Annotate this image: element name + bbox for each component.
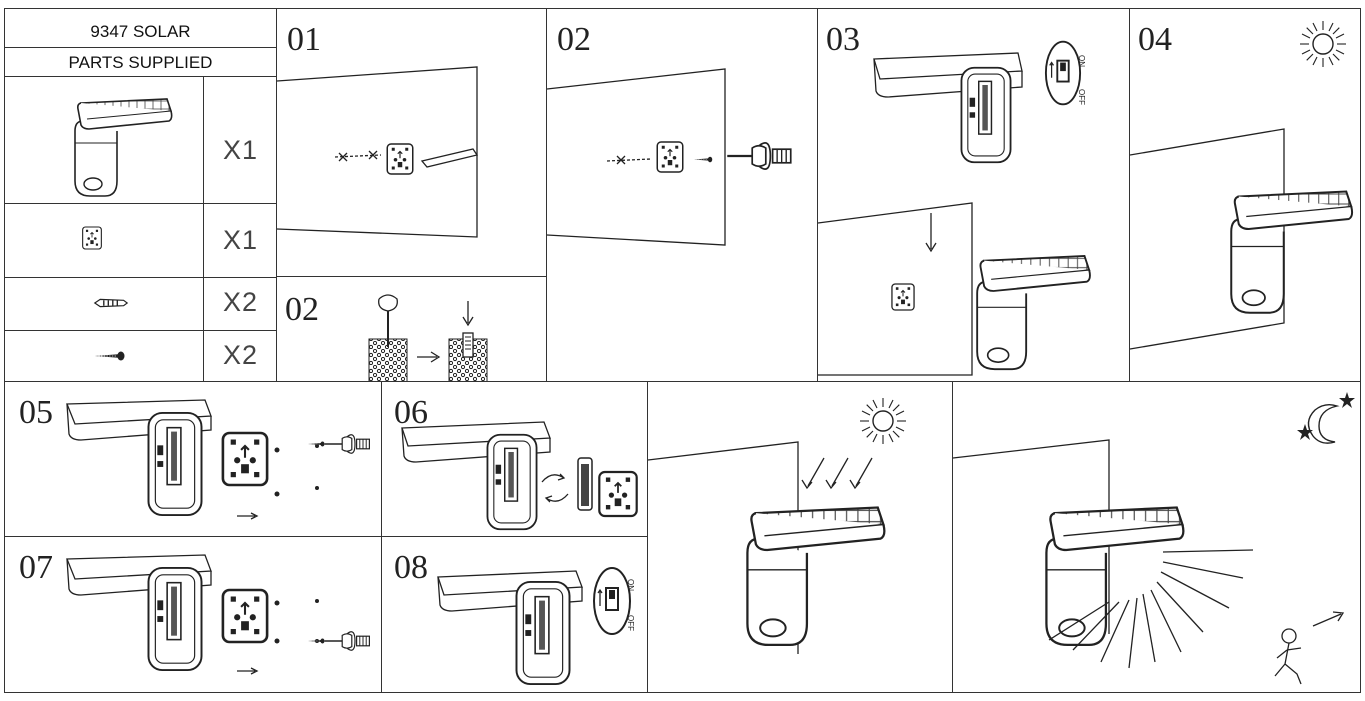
step-01-panel: 01 [276,8,547,277]
motion-arrow-icon [1312,611,1345,627]
step-08-panel: 08 ON OFF [381,536,648,693]
parts-table-subtitle: PARTS SUPPLIED [68,53,213,72]
night-lamp-icon [1045,506,1185,647]
step-01-number: 01 [287,21,321,58]
step-03-switch-on-label: ON [1077,55,1086,67]
step-08-housing-icon [515,580,571,686]
step-08-number: 08 [394,549,428,586]
step-05-number: 05 [19,394,53,431]
step-03-switch-icon [1044,40,1082,106]
step-02-plate-icon [656,141,684,173]
step-02-screwdriver-icon [726,141,792,171]
part-qty-plate: X1 [223,225,259,255]
step-02b-number: 02 [285,291,319,328]
step-04-drawing [1130,20,1354,350]
step-03-plate-icon [890,283,916,311]
step-04-sun-icon [1299,20,1347,68]
part-qty-light: X1 [223,135,259,165]
step-05-screwdriver-icon [323,433,371,455]
step-08-drawing: ON OFF [437,566,635,686]
step-01-drill-bit-icon [420,148,479,168]
part-mounting-plate-illustration [81,226,103,250]
step-06-housing-icon [486,433,538,531]
step-06-number: 06 [394,394,428,431]
step-05-drawing [66,399,371,520]
step-01-plate-icon [386,143,414,175]
part-wall-plug-illustration [94,298,128,308]
step-02-number: 02 [557,21,591,58]
night-light-rays [1048,549,1254,669]
step-07-panel: 07 [4,536,382,693]
step-03-housing-icon [960,66,1012,164]
part-qty-plug: X2 [223,287,259,317]
part-solar-light-illustration [74,98,173,197]
part-screw-illustration [94,351,125,361]
step-02-screw-icon [693,156,713,163]
step-06-panel: 06 [381,381,648,537]
parts-table-title: 9347 SOLAR [90,22,191,41]
step-07-housing-icon [147,566,203,672]
daytime-sun-icon [859,397,907,445]
night-motion-panel [952,381,1361,693]
part-qty-screw: X2 [223,340,259,370]
step-08-switch-on-label: ON [626,579,635,591]
step-04-panel: 04 [1129,8,1361,382]
step-07-screwdriver-icon [323,630,371,652]
daytime-lamp-icon [746,506,886,647]
step-03-lamp-icon [976,255,1091,371]
night-moon-stars-icon [1297,392,1355,444]
step-01-drawing [277,66,479,238]
step-04-number: 04 [1138,21,1172,58]
night-motion-drawing [953,392,1355,685]
step-05-panel: 05 [4,381,382,537]
step-06-drawing [401,421,639,531]
step-02b-drawing [368,294,488,381]
step-05-housing-icon [147,411,203,517]
step-07-plate-icon [221,588,269,644]
daytime-charging-drawing [648,397,907,654]
step-07-drawing [66,554,371,675]
step-06-plate-icon [597,470,639,518]
parts-table: 9347 SOLAR PARTS SUPPLIED X1 X1 X2 X2 [4,8,277,382]
step-03-panel: 03 ON OFF [817,8,1130,382]
step-06-rotate-icon [541,473,569,503]
step-07-number: 07 [19,549,53,586]
step-02b-panel: 02 [276,276,547,382]
step-05-plate-icon [221,431,269,487]
step-03-switch-off-label: OFF [1077,89,1086,105]
step-02b-drill-icon [378,294,398,312]
step-04-lamp-icon [1230,190,1354,314]
step-08-switch-icon [592,566,632,636]
step-08-switch-off-label: OFF [626,615,635,631]
walking-person-icon [1274,628,1302,685]
daytime-charging-panel [647,381,953,693]
step-03-number: 03 [826,21,860,58]
step-03-drawing: ON OFF [818,40,1091,376]
step-02-panel: 02 [546,8,818,382]
step-02-drawing [547,68,792,246]
